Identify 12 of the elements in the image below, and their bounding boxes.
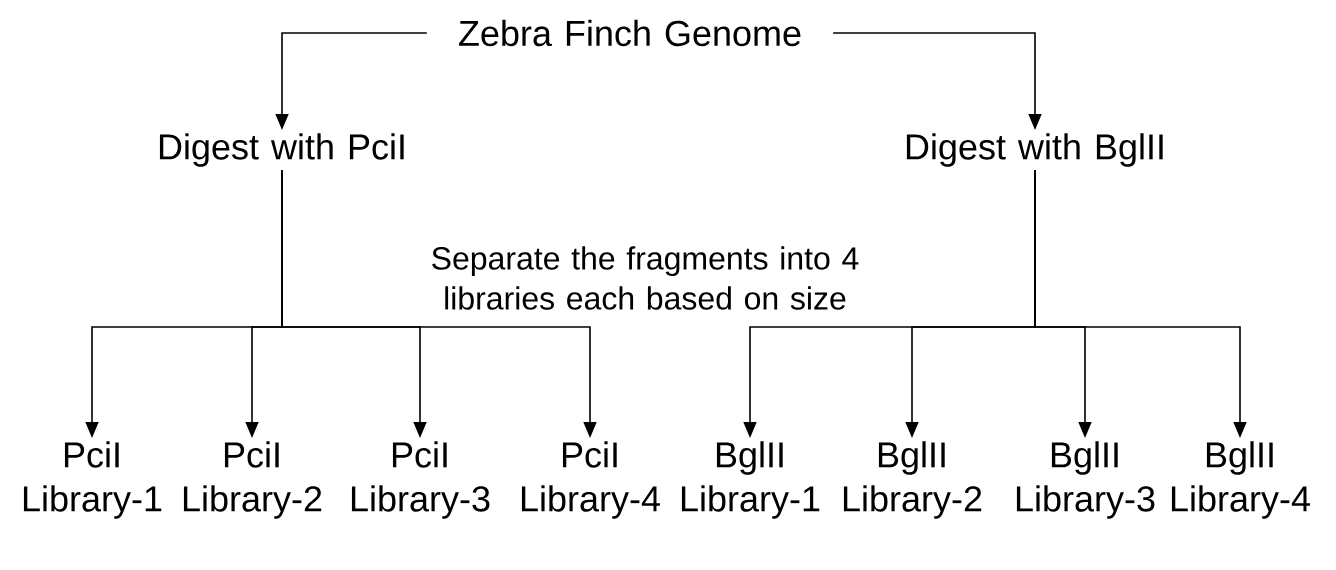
step-text: BglII Library-2 (843, 441, 982, 519)
step-text: Digest with PciI (159, 133, 404, 167)
step-text: BglII Library-3 (1016, 441, 1155, 519)
step-text: Zebra Finch Genome (459, 19, 801, 47)
note-text: Separate the fragments into 4 libraries each based on size (432, 246, 859, 310)
step-text: PciI Library-1 (23, 441, 162, 519)
step-text: Digest with BglII (906, 133, 1163, 167)
step-text: BglII Library-4 (1171, 441, 1310, 519)
step-text: PciI Library-4 (521, 441, 660, 519)
step-text: BglII Library-1 (681, 441, 820, 519)
step-text: PciI Library-3 (351, 441, 490, 519)
step-text: PciI Library-2 (183, 441, 322, 519)
